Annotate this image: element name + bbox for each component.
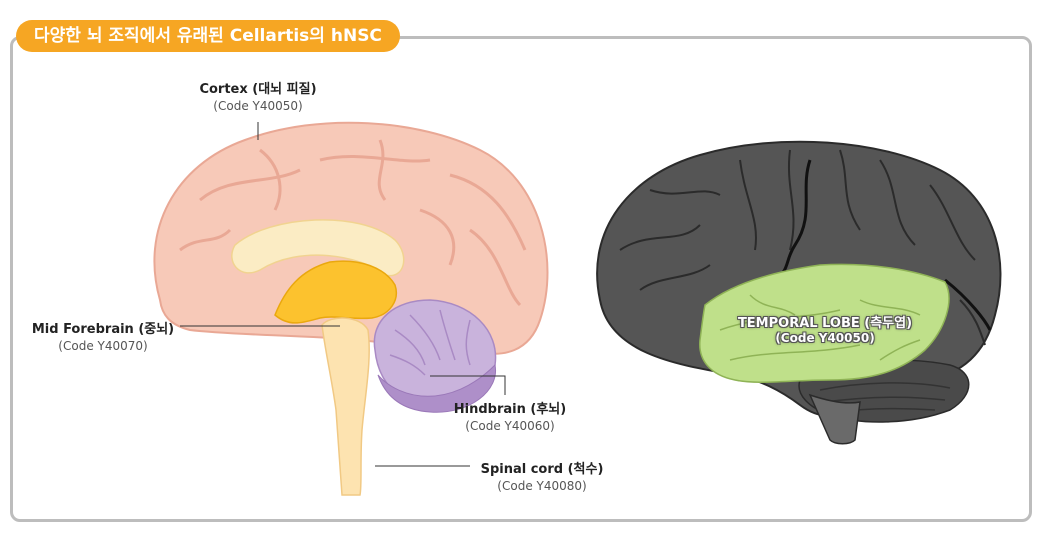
sagittal-brain: [153, 121, 549, 496]
cortex-gyri: [179, 139, 527, 307]
lateral-sulcus: [944, 278, 992, 331]
label-spinal-cord: Spinal cord (척수) (Code Y40080): [472, 458, 612, 493]
label-mid-forebrain-code: (Code Y40070): [58, 339, 148, 353]
temporal-lobe-region: [699, 263, 950, 383]
hindbrain-outer: [377, 363, 497, 413]
label-cortex: Cortex (대뇌 피질) (Code Y40050): [188, 78, 328, 113]
label-hindbrain-name: Hindbrain (후뇌): [453, 402, 567, 417]
lateral-gyri: [619, 149, 986, 346]
label-temporal-lobe-name: TEMPORAL LOBE (측두엽): [737, 316, 913, 331]
label-spinal-cord-code: (Code Y40080): [497, 479, 587, 493]
label-temporal-lobe-code: (Code Y40050): [775, 331, 875, 345]
title-banner: 다양한 뇌 조직에서 유래된 Cellartis의 hNSC: [16, 20, 400, 52]
lateral-brain: [596, 140, 1002, 445]
label-temporal-lobe: TEMPORAL LOBE (측두엽) (Code Y40050): [720, 312, 930, 345]
label-spinal-cord-name: Spinal cord (척수): [480, 462, 604, 477]
spinal-cord-region: [321, 317, 370, 496]
label-cortex-code: (Code Y40050): [213, 99, 303, 113]
temporal-gyri: [719, 294, 921, 361]
central-sulcus: [774, 159, 812, 282]
mid-forebrain-region: [274, 260, 397, 324]
lateral-brainstem: [808, 393, 861, 445]
label-hindbrain: Hindbrain (후뇌) (Code Y40060): [440, 398, 580, 433]
label-mid-forebrain-name: Mid Forebrain (중뇌): [31, 322, 175, 337]
label-cortex-name: Cortex (대뇌 피질): [199, 82, 317, 97]
cerebellum-folia: [389, 309, 471, 376]
label-hindbrain-code: (Code Y40060): [465, 419, 555, 433]
label-mid-forebrain: Mid Forebrain (중뇌) (Code Y40070): [28, 318, 178, 353]
leader-lines: [180, 122, 506, 467]
